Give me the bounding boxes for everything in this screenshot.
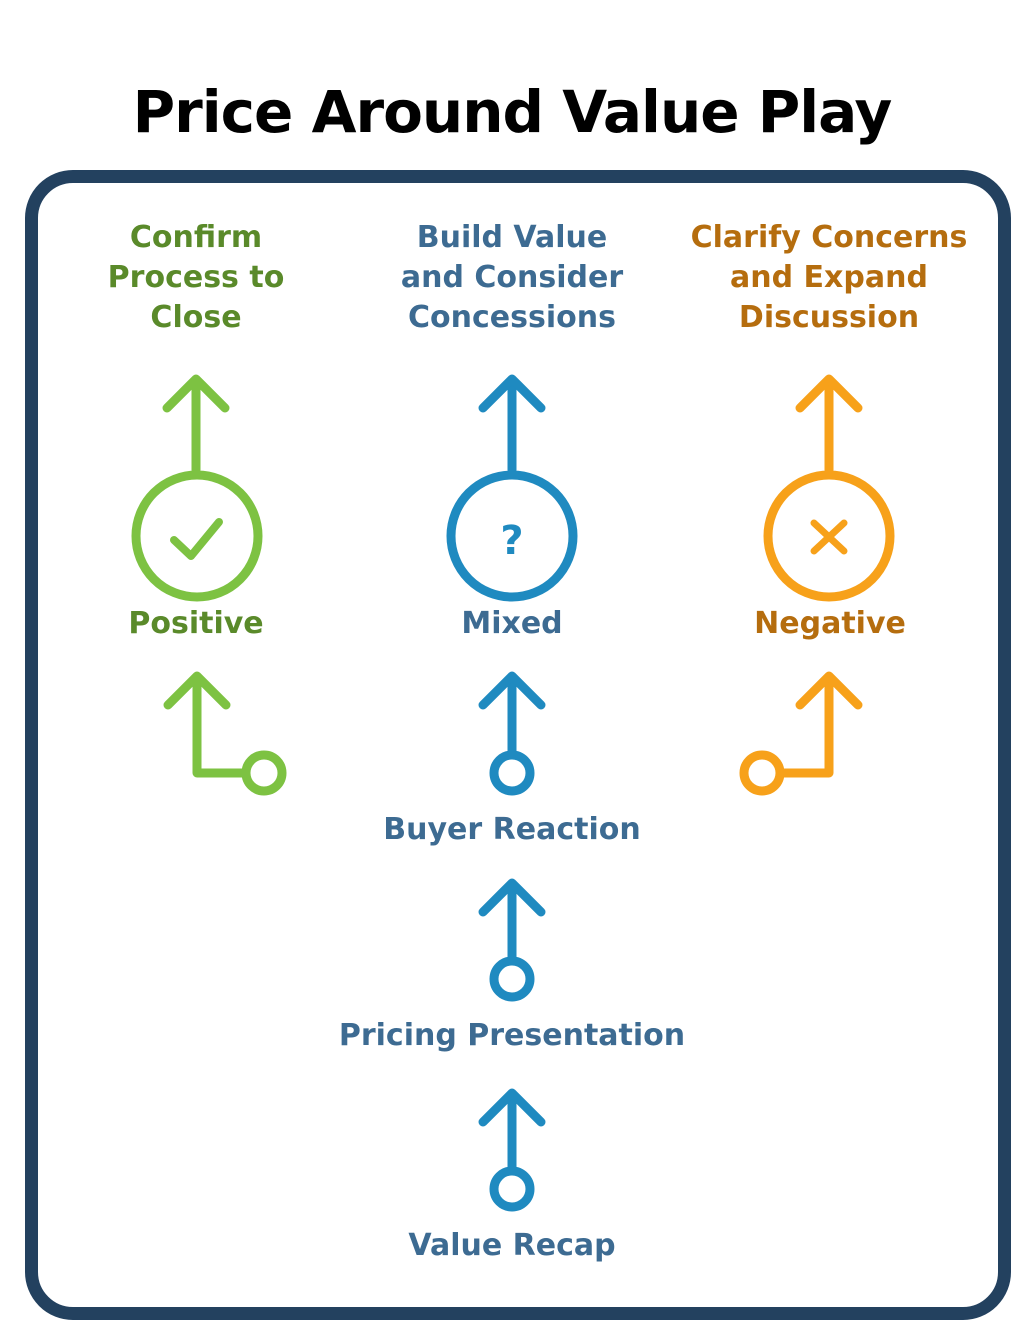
mixed-node-circle xyxy=(489,750,535,796)
positive-node-circle xyxy=(241,750,287,796)
arrow-up-mixed-reaction xyxy=(478,671,546,796)
outcome-mixed-line3: Concessions xyxy=(408,300,616,335)
elbow-arrow-positive xyxy=(163,671,287,796)
outcome-mixed-line2: and Consider xyxy=(400,260,624,295)
arrow-up-negative-outcome xyxy=(795,374,863,475)
outcome-negative-line1: Clarify Concerns xyxy=(690,220,968,255)
outcome-negative-line3: Discussion xyxy=(738,300,920,335)
step-value-recap: Value Recap xyxy=(408,1228,616,1263)
reaction-label-negative: Negative xyxy=(754,606,906,641)
outcome-positive-line1: Confirm xyxy=(129,220,263,255)
check-icon xyxy=(170,518,223,560)
arrow-up-from-value-recap xyxy=(478,1088,546,1212)
positive-branch xyxy=(131,374,287,796)
arrow-up-positive-outcome xyxy=(162,374,230,475)
negative-circle xyxy=(763,470,895,602)
mixed-circle xyxy=(446,470,578,602)
value-recap-node-circle xyxy=(489,1166,535,1212)
step-pricing-presentation: Pricing Presentation xyxy=(338,1018,686,1053)
question-mark-icon: ? xyxy=(500,518,523,564)
outcome-label-mixed: Build Value and Consider Concessions xyxy=(401,218,623,338)
negative-node-circle xyxy=(739,750,785,796)
outcome-label-positive: Confirm Process to Close xyxy=(108,218,285,338)
outcome-negative-line2: and Expand xyxy=(730,260,928,295)
reaction-label-mixed: Mixed xyxy=(461,606,563,641)
negative-branch xyxy=(739,374,895,796)
elbow-arrow-negative xyxy=(739,671,863,796)
step-buyer-reaction: Buyer Reaction xyxy=(383,812,641,847)
mixed-branch xyxy=(446,374,578,1212)
outcome-positive-line3: Close xyxy=(150,300,242,335)
diagram-frame xyxy=(25,170,1011,1320)
x-icon xyxy=(810,519,848,555)
pricing-node-circle xyxy=(489,956,535,1002)
arrow-up-mixed-outcome xyxy=(478,374,546,475)
outcome-label-negative: Clarify Concerns and Expand Discussion xyxy=(691,218,968,338)
positive-circle xyxy=(131,470,263,602)
outcome-mixed-line1: Build Value xyxy=(416,220,608,255)
page-title: Price Around Value Play xyxy=(132,78,893,146)
reaction-label-positive: Positive xyxy=(128,606,264,641)
outcome-positive-line2: Process to xyxy=(107,260,285,295)
arrow-up-from-pricing xyxy=(478,878,546,1002)
